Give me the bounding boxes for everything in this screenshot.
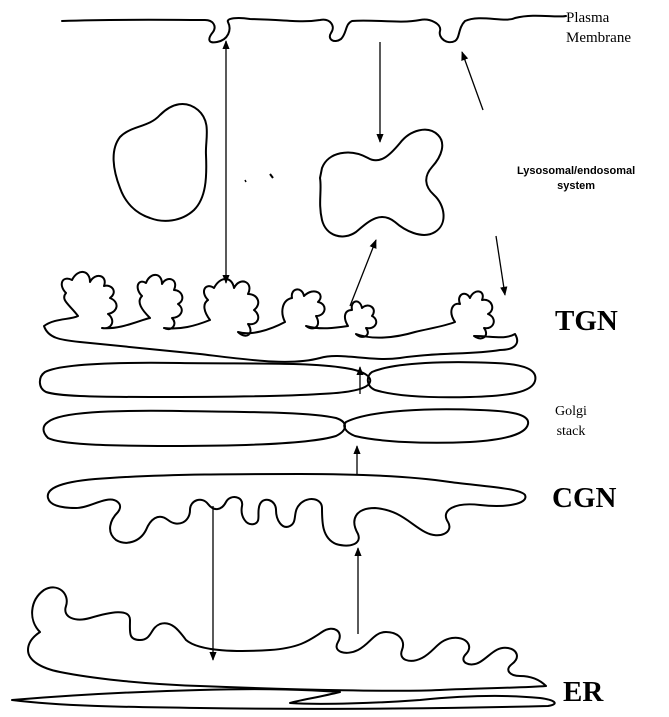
lysosomal-label-line1: Lysosomal/endosomal xyxy=(517,164,635,179)
transport-arrow xyxy=(350,240,376,306)
golgi-cisterna-shape xyxy=(368,362,536,397)
lysosomal-endosomal-shape xyxy=(320,130,444,237)
golgi-cisterna-shape xyxy=(44,411,346,446)
cgn-label: CGN xyxy=(552,482,616,515)
plasma-membrane-label-line1: Plasma xyxy=(566,8,631,28)
transport-arrow xyxy=(496,236,505,295)
plasma-membrane-shape xyxy=(62,16,566,43)
lysosomal-label-line2: system xyxy=(517,179,635,194)
er-shape xyxy=(28,587,546,690)
speck-mark xyxy=(245,180,246,182)
golgi-stack-label: Golgi stack xyxy=(555,402,587,442)
lysosomal-endosomal-label: Lysosomal/endosomal system xyxy=(517,164,635,194)
er-shape xyxy=(12,689,555,709)
plasma-membrane-label: Plasma Membrane xyxy=(566,8,631,48)
golgi-cisterna-shape xyxy=(344,409,528,442)
tgn-shape xyxy=(44,272,517,362)
golgi-cisterna-shape xyxy=(40,363,370,397)
er-label: ER xyxy=(563,676,603,709)
golgi-label-line2: stack xyxy=(555,422,587,442)
transport-arrow xyxy=(462,52,483,110)
plasma-membrane-label-line2: Membrane xyxy=(566,28,631,48)
cgn-shape xyxy=(48,474,526,546)
speck-mark xyxy=(270,174,273,178)
vesicle-shape xyxy=(114,104,207,221)
tgn-label: TGN xyxy=(555,305,618,338)
golgi-label-line1: Golgi xyxy=(555,402,587,422)
